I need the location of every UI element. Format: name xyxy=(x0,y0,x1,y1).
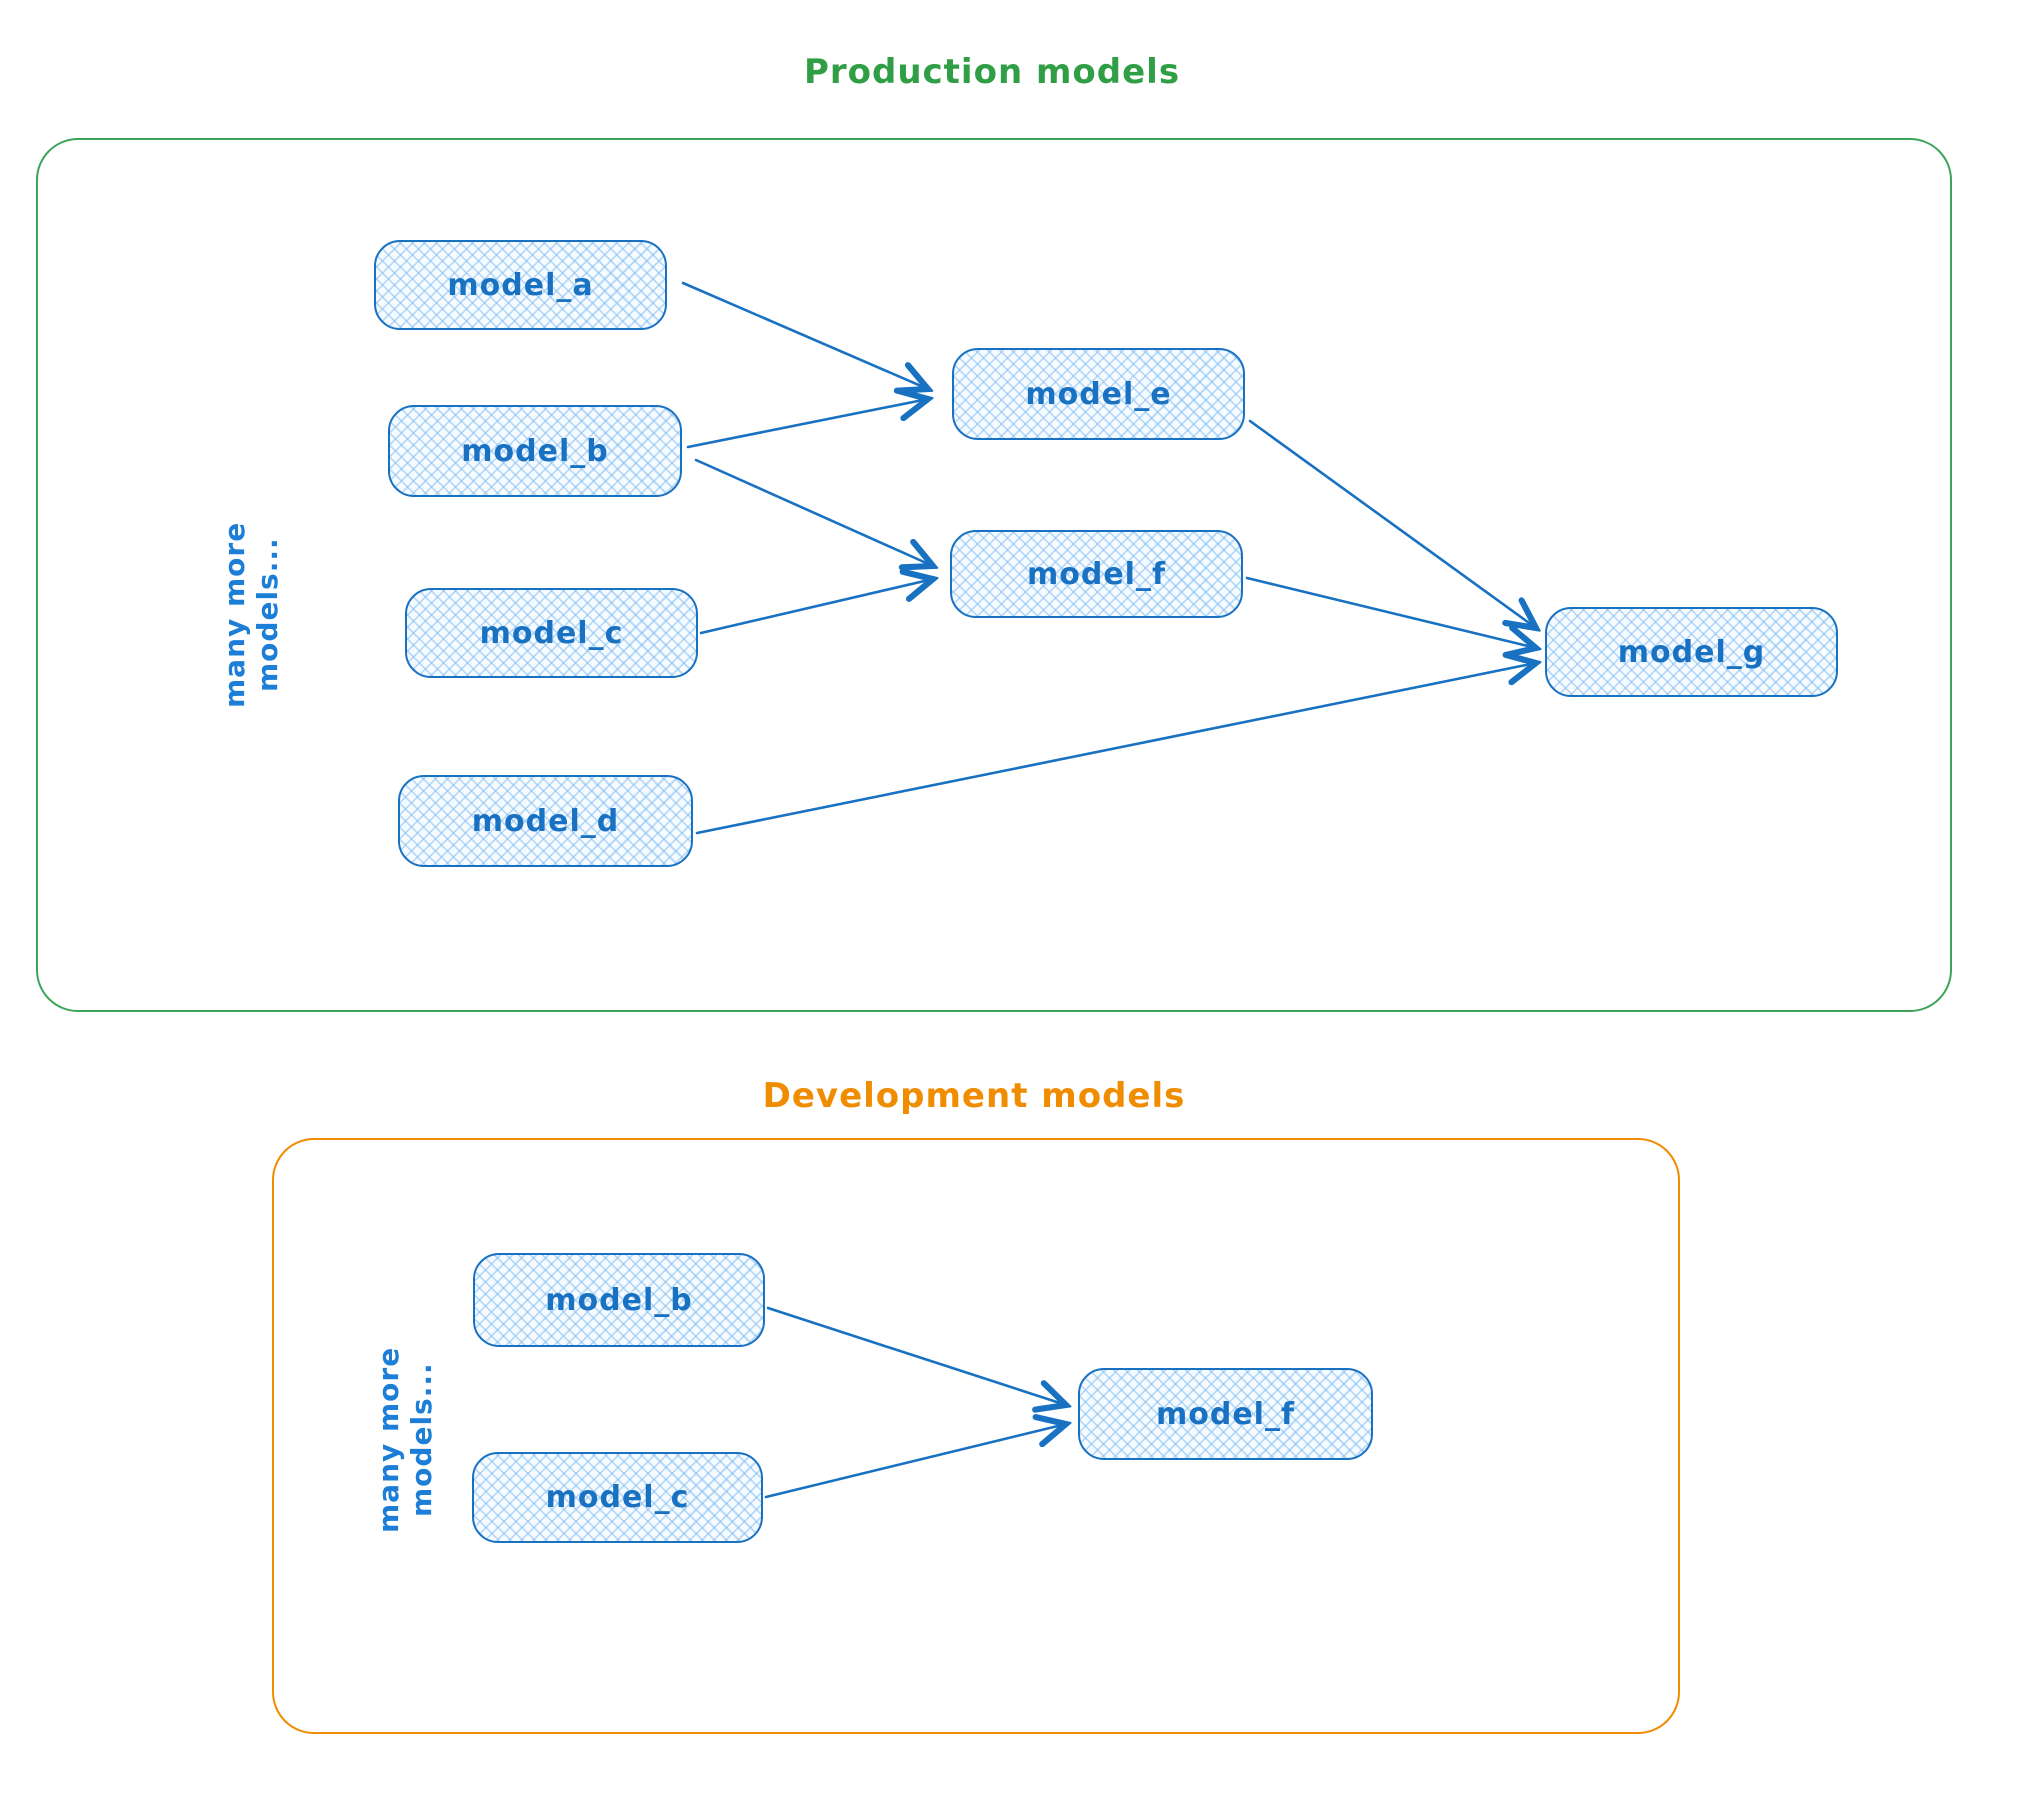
production-section-title: Production models xyxy=(803,52,1181,92)
node-label: model_g xyxy=(1617,634,1766,670)
node-production-model-b[interactable]: model_b xyxy=(388,405,682,497)
node-production-model-e[interactable]: model_e xyxy=(952,348,1245,440)
node-production-model-a[interactable]: model_a xyxy=(374,240,667,330)
node-label: model_b xyxy=(461,433,609,469)
node-production-model-d[interactable]: model_d xyxy=(398,775,693,867)
production-side-label: many more models... xyxy=(218,521,284,709)
node-label: model_f xyxy=(1026,556,1167,592)
node-label: model_b xyxy=(545,1282,693,1318)
development-side-label: many more models... xyxy=(372,1346,438,1534)
node-label: model_c xyxy=(479,615,624,651)
node-label: model_e xyxy=(1025,376,1172,412)
node-development-model-f[interactable]: model_f xyxy=(1078,1368,1373,1460)
node-development-model-c[interactable]: model_c xyxy=(472,1452,763,1543)
node-label: model_c xyxy=(545,1480,690,1515)
development-container xyxy=(272,1138,1680,1734)
development-section-title: Development models xyxy=(762,1076,1186,1116)
node-label: model_f xyxy=(1155,1396,1296,1432)
node-production-model-g[interactable]: model_g xyxy=(1545,607,1838,697)
node-label: model_d xyxy=(471,803,620,839)
node-development-model-b[interactable]: model_b xyxy=(473,1253,765,1347)
production-container xyxy=(36,138,1952,1012)
node-production-model-f[interactable]: model_f xyxy=(950,530,1243,618)
node-production-model-c[interactable]: model_c xyxy=(405,588,698,678)
node-label: model_a xyxy=(447,267,594,303)
